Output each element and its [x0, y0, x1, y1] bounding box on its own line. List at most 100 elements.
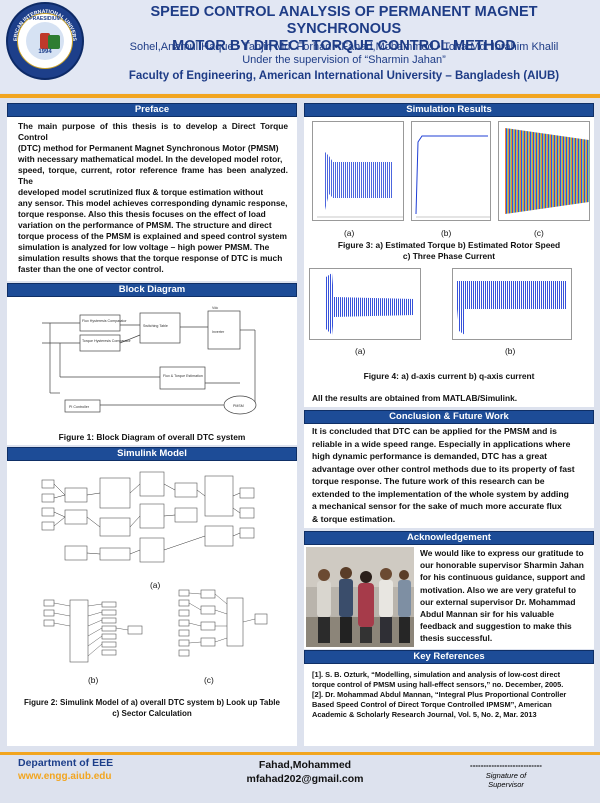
contact-name: Fahad,Mohammed — [258, 759, 352, 771]
logo-lettering: AMERICAN INTERNATIONAL UNIVERSITY BANGLA… — [8, 4, 77, 68]
poster-footer — [0, 752, 600, 803]
preface-line: simulation results shows that the torque… — [18, 253, 283, 263]
poster-header — [0, 0, 600, 93]
references-panel — [304, 664, 594, 746]
figure1-caption: Figure 1: Block Diagram of overall DTC s… — [58, 432, 246, 442]
fig4-label-a: (a) — [355, 346, 366, 356]
logo-emblem-green — [48, 35, 60, 49]
website-link[interactable]: www.engg.aiub.edu — [18, 771, 112, 782]
university-logo: PRAESIDIUM 1994 AMERICAN INTERNATIONAL U… — [6, 2, 84, 80]
title-line-1: SPEED CONTROL ANALYSIS OF PERMANENT MAGN… — [150, 4, 538, 37]
preface-line: simulation is analyzed for low voltage –… — [18, 242, 270, 252]
logo-emblem-red — [40, 33, 50, 49]
plot-estimated-torque — [312, 121, 404, 221]
figure3-caption-line: c) Three Phase Current — [402, 251, 496, 261]
fig4-label-b: (b) — [505, 346, 516, 356]
conclusion-line: & torque estimation. — [312, 513, 396, 524]
three-phase-waveform — [505, 128, 589, 214]
reference-line: Based Speed Control of Direct Torque Con… — [312, 700, 552, 709]
acknowledgement-line: motivation. Also we are very grateful to — [420, 584, 577, 595]
fig3-label-c: (c) — [534, 228, 544, 238]
simulink-sector-calculation — [178, 589, 268, 657]
conclusion-line: high dynamic performance is demanded, DT… — [312, 451, 547, 461]
plot-d-axis-current — [309, 268, 421, 340]
bd-label-motor: PMSM — [233, 404, 244, 408]
conclusion-text: It is concluded that DTC can be applied … — [312, 425, 588, 525]
conclusion-line: extended to the implementation of the wh… — [312, 488, 569, 499]
acknowledgement-text: We would like to express our gratitude t… — [420, 547, 592, 645]
poster-title: SPEED CONTROL ANALYSIS OF PERMANENT MAGN… — [92, 4, 596, 55]
simulink-label-b: (b) — [88, 675, 99, 685]
preface-line: any sensor. This model achieves correspo… — [18, 198, 288, 208]
signature-line: --------------------------- — [470, 761, 542, 770]
bd-label-hyst1: Flux Hysteresis Comparator — [82, 319, 127, 323]
conclusion-line: a mechanical sensor for the sake of much… — [312, 501, 562, 511]
figure4-caption: Figure 4: a) d-axis current b) q-axis cu… — [363, 371, 535, 381]
logo-ring: PRAESIDIUM 1994 — [17, 13, 73, 69]
q-axis-waveform — [457, 281, 567, 335]
fig3-label-a: (a) — [344, 228, 355, 238]
figure3-caption-line: Figure 3: a) Estimated Torque b) Estimat… — [337, 240, 561, 250]
bd-label-estimator: Flux & Torque Estimation — [163, 374, 203, 378]
conclusion-line: torque response. The future work of this… — [312, 476, 545, 486]
acknowledgement-line: our honorable supervisor Sharmin Jahan — [420, 560, 584, 571]
reference-line: Academic & Scholarly Research Journal, V… — [312, 710, 537, 719]
figure2-caption: Figure 2: Simulink Model of a) overall D… — [7, 697, 297, 719]
torque-waveform — [317, 152, 403, 218]
results-note: All the results are obtained from MATLAB… — [312, 393, 518, 403]
bd-label-hyst2: Torque Hysteresis Comparator — [82, 339, 132, 343]
department-label: Department of EEE — [18, 757, 114, 769]
simulink-label-a: (a) — [150, 580, 161, 590]
preface-line: faster than the one of vector control. — [18, 264, 164, 274]
figure2-caption-line: Figure 2: Simulink Model of a) overall D… — [24, 698, 280, 707]
references-list: [1]. S. B. Ozturk, “Modelling, simulatio… — [312, 670, 592, 720]
acknowledgement-line: We would like to express our gratitude t… — [420, 548, 584, 558]
simulink-overall-model — [41, 471, 255, 563]
block-diagram-heading: Block Diagram — [7, 283, 297, 297]
authors: Sohel,Anamul Haque • Tanjir, Md. Forhad … — [129, 41, 559, 53]
logo-motto: PRAESIDIUM — [29, 16, 61, 22]
preface-line: (DTC) method for Permanent Magnet Synchr… — [18, 143, 279, 153]
logo-year: 1994 — [38, 49, 52, 55]
svg-text:BANGLADESH: BANGLADESH — [26, 55, 64, 68]
conclusion-line: It is concluded that DTC can be applied … — [312, 426, 557, 436]
preface-line: torque response. Also this thesis focuse… — [18, 209, 266, 219]
header-divider — [0, 94, 600, 98]
acknowledgement-line: Abdul Mannan sir for his valuable — [420, 609, 555, 620]
preface-line: speed, torque, current, rotor reference … — [18, 165, 288, 186]
bd-label-vdc: Vdc — [212, 306, 218, 310]
plot-three-phase-current — [498, 121, 590, 221]
faculty-line: Faculty of Engineering, American Interna… — [128, 70, 560, 82]
conclusion-line: reliable in a wide speed range. Especial… — [312, 438, 571, 449]
simulink-lookup-table — [43, 599, 143, 663]
conclusion-panel — [304, 424, 594, 528]
preface-line: variation on the performance of PMSM. Th… — [18, 220, 272, 230]
contact-email[interactable]: mfahad202@gmail.com — [246, 773, 364, 785]
title-line-2: MOTOR BY DIRECT TORQUE CONTROL METHOD — [172, 38, 516, 54]
signature-role: Supervisor — [488, 780, 524, 789]
preface-text: The main purpose of this thesis is to de… — [18, 121, 288, 275]
results-heading: Simulation Results — [304, 103, 594, 117]
preface-line: developed model scrutinized flux & torqu… — [18, 187, 264, 197]
acknowledgement-line: feedback and suggestion to make this — [420, 621, 572, 632]
preface-line: The main purpose of this thesis is to de… — [18, 121, 288, 142]
bd-label-pi: PI Controller — [69, 405, 90, 409]
preface-panel — [7, 117, 297, 281]
references-heading: Key References — [304, 650, 594, 664]
reference-line: [2]. Dr. Mohammad Abdul Mannan, “Integra… — [312, 690, 567, 699]
conclusion-heading: Conclusion & Future Work — [304, 410, 594, 424]
acknowledgement-line: for his continuous guidance, support and — [420, 572, 586, 583]
plot-estimated-rotor-speed — [411, 121, 491, 221]
plot-q-axis-current — [452, 268, 572, 340]
supervision-line: Under the supervision of “Sharmin Jahan” — [242, 54, 446, 66]
preface-heading: Preface — [7, 103, 297, 117]
figure2-caption-line: c) Sector Calculation — [112, 709, 192, 718]
d-axis-waveform — [326, 273, 414, 335]
preface-line: torque process of the PMSM is explained … — [18, 231, 287, 241]
svg-text:AMERICAN INTERNATIONAL UNIVERS: AMERICAN INTERNATIONAL UNIVERSITY — [8, 4, 77, 42]
preface-line: with necessary mathematical model. In th… — [18, 154, 283, 164]
figure3-caption: Figure 3: a) Estimated Torque b) Estimat… — [304, 240, 594, 262]
signature-label: Signature of — [485, 771, 527, 780]
acknowledgement-line: thesis successful. — [420, 633, 493, 644]
acknowledgement-line: our external supervisor Dr. Mohammad — [420, 596, 576, 607]
